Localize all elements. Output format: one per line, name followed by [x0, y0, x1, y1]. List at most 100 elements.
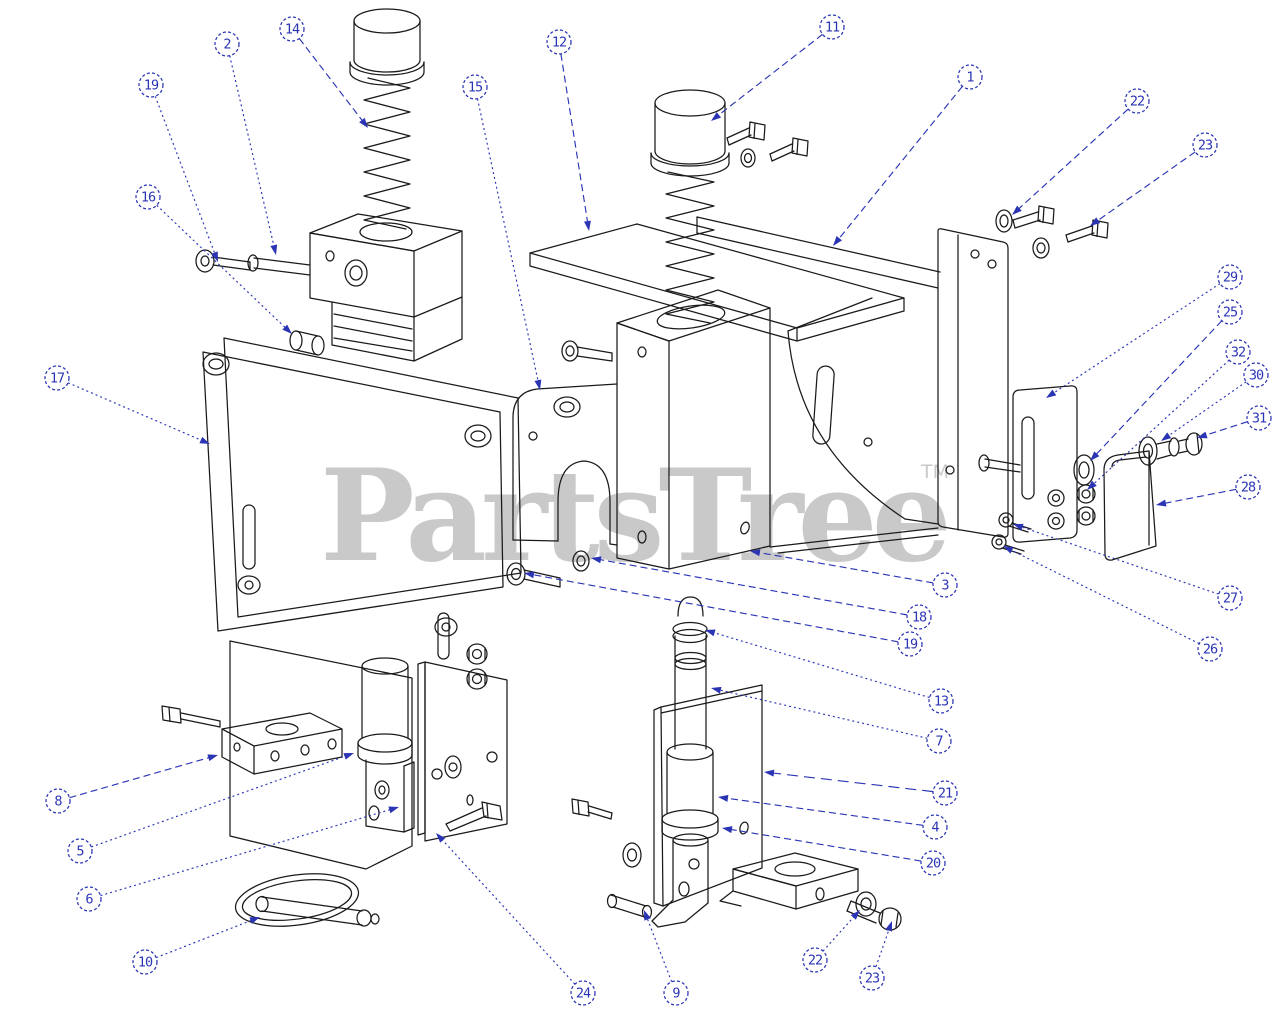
callout-number: 22 — [1130, 94, 1144, 110]
callout-balloon — [819, 14, 845, 40]
leader-line — [532, 574, 899, 643]
part-washer-nut-stack — [1073, 454, 1096, 526]
callout-number: 29 — [1223, 270, 1238, 286]
callout-balloon — [1192, 132, 1218, 158]
callout-32-34: 32 — [1087, 339, 1251, 490]
callout-number: 32 — [1231, 345, 1245, 361]
callout-19-19: 19 — [524, 571, 923, 657]
callout-balloon — [1225, 339, 1251, 365]
part-side-bracket — [978, 385, 1078, 543]
part-hex-bolt-lowerplate — [445, 801, 503, 832]
watermark: PartsTree TM — [320, 442, 953, 590]
callout-number: 17 — [50, 371, 65, 387]
callout-balloon — [135, 184, 161, 210]
leader-arrowhead — [850, 910, 860, 920]
callout-26-28: 26 — [1003, 546, 1223, 662]
leader-arrowhead — [583, 220, 591, 231]
callout-balloon — [957, 64, 983, 90]
callout-balloon — [1243, 362, 1269, 388]
part-spacer-block — [719, 852, 859, 910]
callout-number: 18 — [912, 610, 927, 626]
callout-number: 19 — [903, 637, 918, 653]
callout-balloon — [279, 16, 305, 42]
leader-line — [875, 929, 890, 967]
leader-line — [154, 96, 216, 254]
callout-number: 1 — [966, 70, 974, 86]
callout-balloon — [1217, 299, 1243, 325]
leader-line — [713, 632, 930, 699]
callout-balloon — [132, 949, 158, 975]
callout-31-33: 31 — [1197, 405, 1272, 439]
callout-number: 31 — [1252, 411, 1267, 427]
part-plunger-left — [357, 657, 415, 833]
leader-line — [100, 809, 391, 897]
part-guide-block — [247, 213, 463, 362]
callout-23-25: 23 — [859, 921, 892, 991]
leader-arrowhead — [199, 436, 210, 444]
leader-line — [67, 382, 202, 441]
leader-line — [91, 755, 346, 848]
part-main-bracket — [696, 216, 1009, 554]
callout-9-8: 9 — [644, 910, 689, 1006]
part-curved-bracket — [512, 383, 618, 546]
callout-number: 20 — [926, 856, 941, 872]
leader-line — [298, 38, 363, 122]
part-spring-left — [363, 77, 411, 230]
leader-line — [719, 689, 928, 739]
callout-balloon — [45, 788, 71, 814]
leader-arrowhead — [211, 251, 218, 262]
callout-number: 4 — [931, 820, 939, 836]
callout-17-16: 17 — [44, 365, 210, 444]
callout-number: 5 — [76, 844, 84, 860]
part-plunger-middle — [651, 596, 719, 928]
callout-layer: 1234567891011121314151617181919202122222… — [44, 14, 1272, 1006]
leader-line — [1053, 283, 1221, 394]
part-main-block — [616, 289, 771, 570]
part-lynch-pin — [234, 873, 380, 927]
leader-line — [155, 919, 252, 959]
leader-arrowhead — [705, 629, 716, 637]
callout-number: 14 — [285, 22, 300, 38]
part-plunger-cap-middle — [650, 89, 730, 177]
callout-7-6: 7 — [711, 686, 952, 754]
callout-balloon — [1124, 88, 1150, 114]
leader-line — [1095, 320, 1223, 455]
leader-arrowhead — [1156, 499, 1167, 507]
leader-arrowhead — [282, 324, 292, 334]
callout-28-30: 28 — [1156, 474, 1261, 507]
callout-balloon — [76, 886, 102, 912]
callout-number: 26 — [1203, 642, 1218, 658]
callout-balloon — [926, 728, 952, 754]
callout-balloon — [906, 604, 932, 630]
callout-number: 28 — [1241, 480, 1256, 496]
callout-number: 11 — [825, 20, 840, 36]
callout-balloon — [802, 947, 828, 973]
leader-line — [758, 551, 934, 584]
callout-15-14: 15 — [462, 74, 542, 390]
part-bottom-fasteners-middle — [571, 798, 653, 920]
leader-arrowhead — [436, 833, 446, 843]
leader-arrowhead — [1046, 389, 1057, 398]
callout-number: 13 — [934, 694, 949, 710]
callout-balloon — [44, 365, 70, 391]
callout-number: 2 — [223, 37, 230, 53]
leader-arrowhead — [249, 917, 260, 924]
callout-29-31: 29 — [1046, 264, 1243, 398]
part-plunger-cap-left — [349, 8, 425, 86]
callout-balloon — [546, 29, 572, 55]
callout-20-20: 20 — [722, 826, 946, 876]
watermark-tm: TM — [920, 461, 949, 483]
leader-arrowhead — [343, 753, 354, 760]
leader-line — [730, 828, 922, 862]
leader-arrowhead — [591, 556, 602, 564]
callout-13-12: 13 — [705, 629, 954, 714]
part-top-fasteners-middle — [726, 121, 809, 168]
leader-line — [599, 559, 908, 616]
leader-arrowhead — [534, 379, 542, 390]
leader-arrowhead — [1013, 523, 1024, 531]
callout-number: 22 — [808, 953, 822, 969]
callout-12-11: 12 — [546, 29, 591, 231]
callout-balloon — [932, 780, 958, 806]
leader-line — [717, 33, 823, 116]
